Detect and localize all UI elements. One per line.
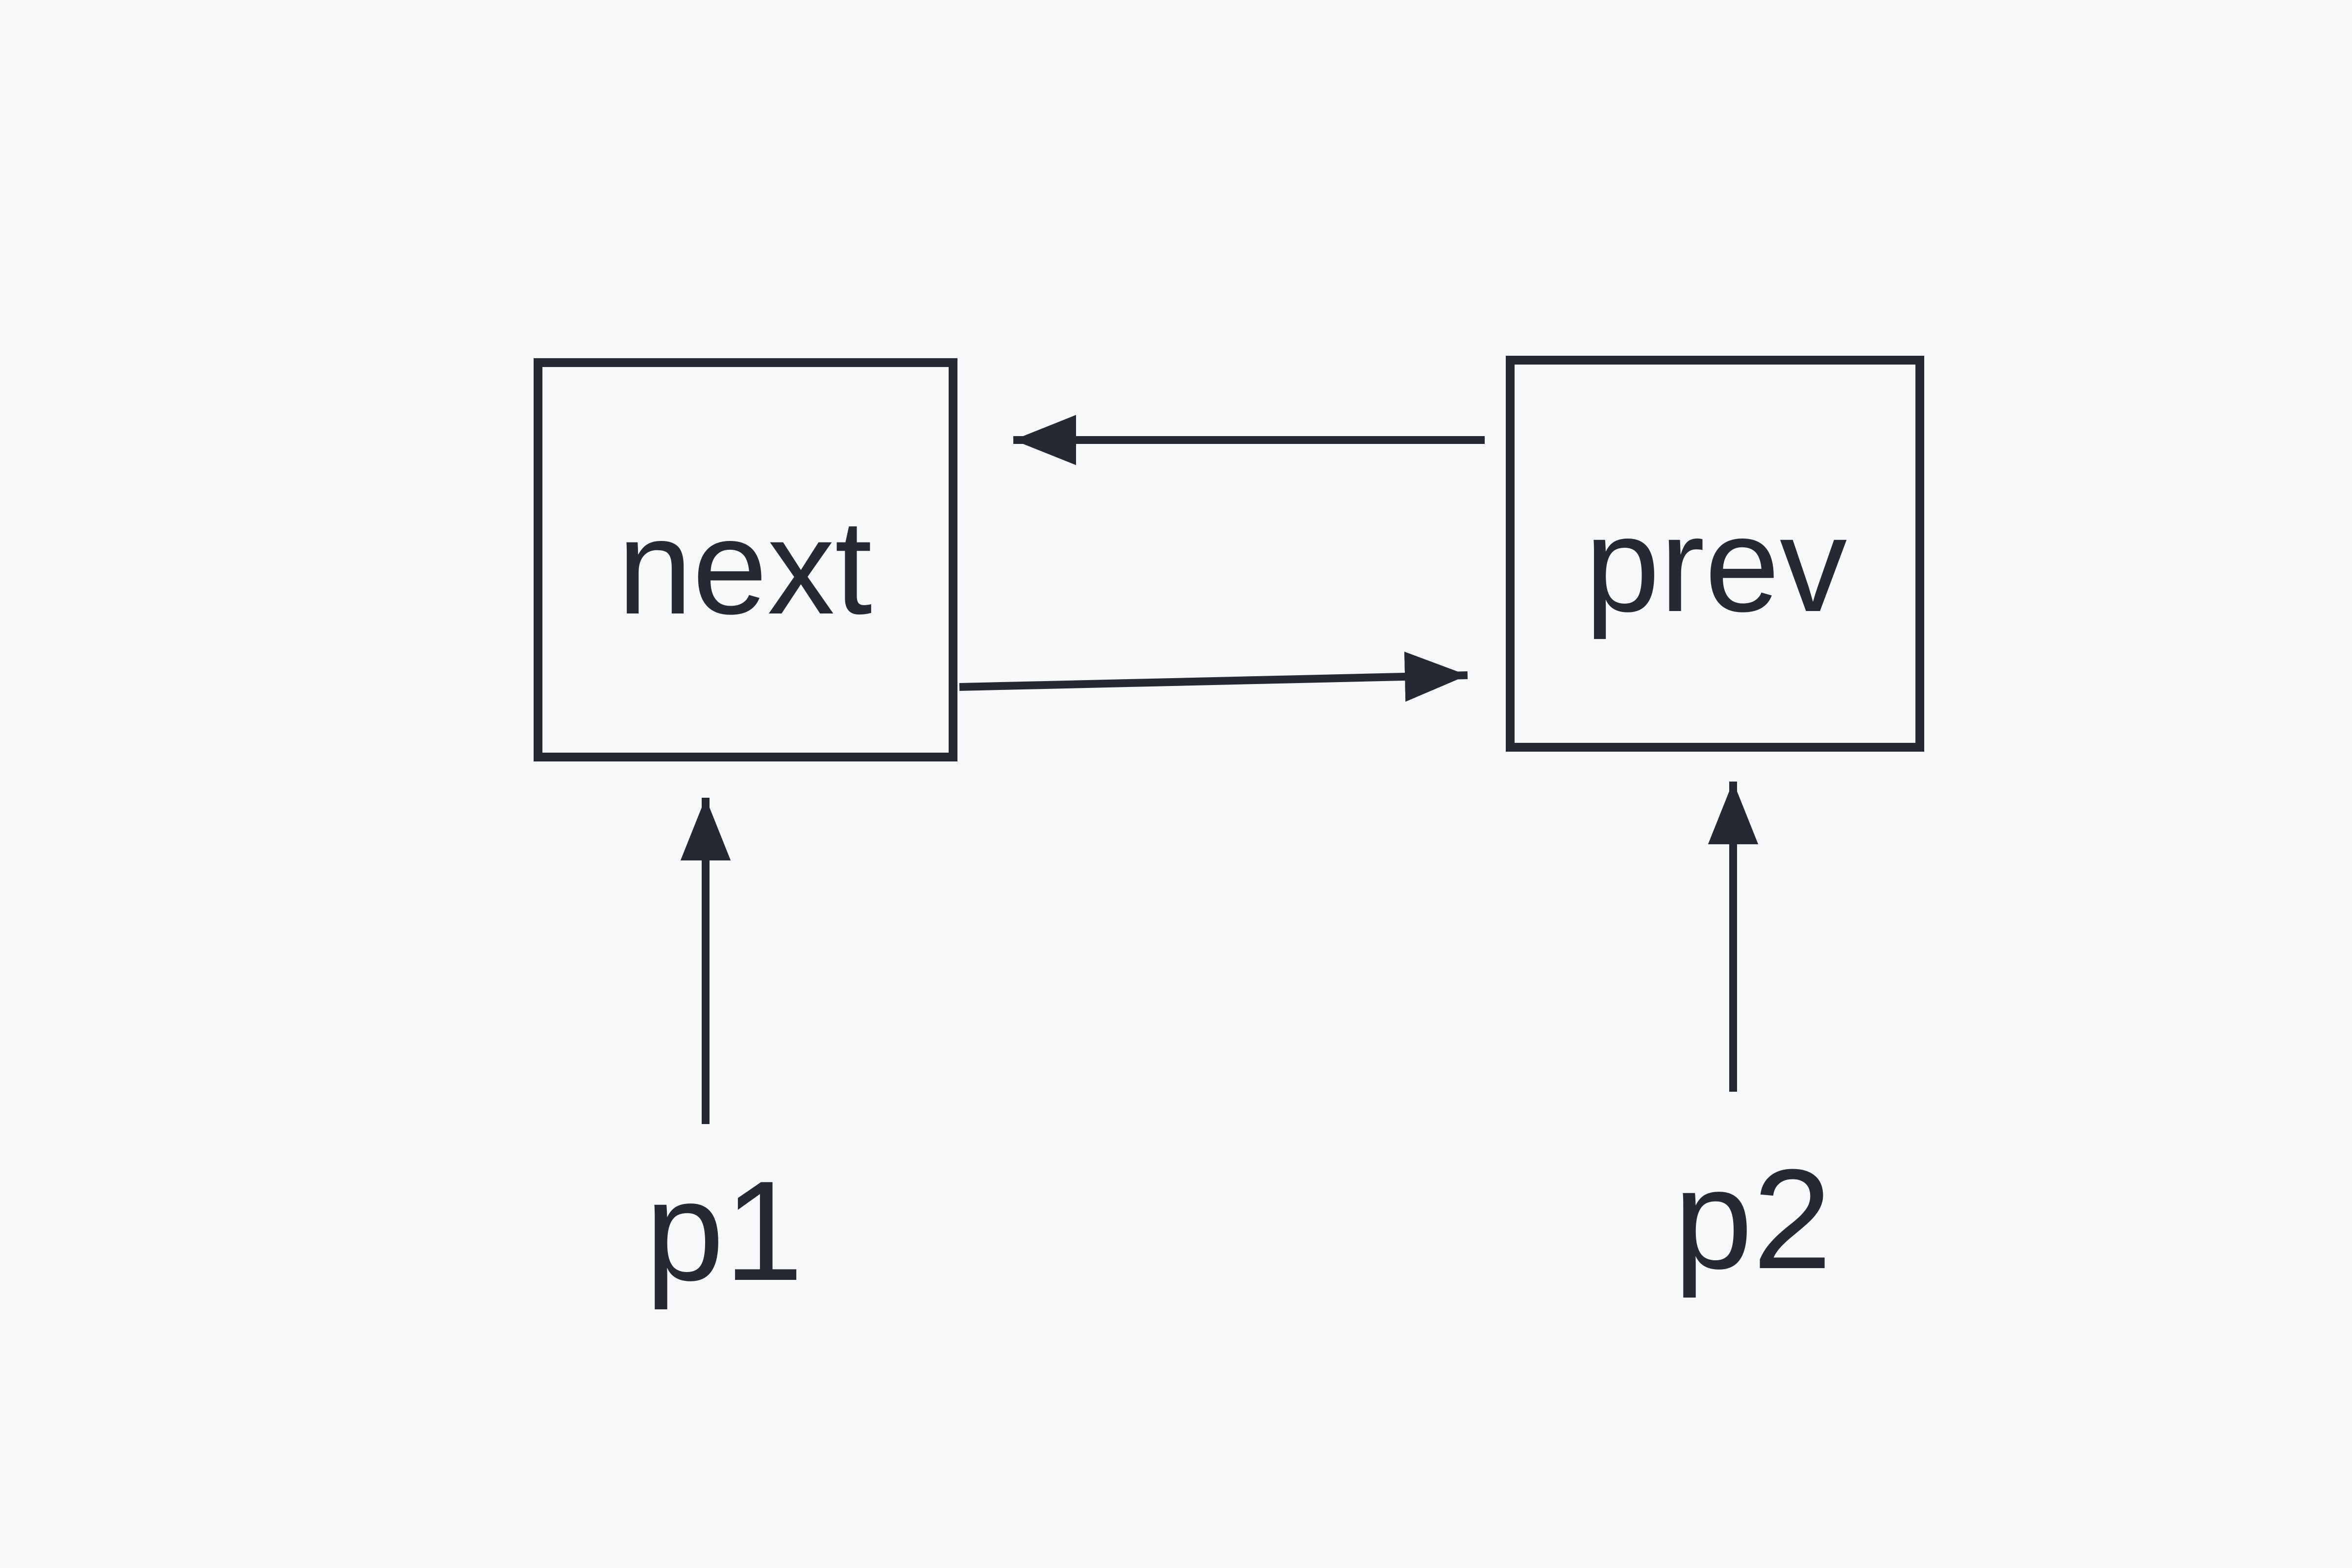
edge-next-to-prev-arrow <box>959 651 1468 702</box>
prev-node-label: prev <box>1585 490 1847 640</box>
next-node-label: next <box>617 492 873 642</box>
pointer-p2-label: p2 <box>1674 1140 1832 1299</box>
prev-node-box <box>1506 356 1924 752</box>
pointer-p1-label: p1 <box>645 1152 804 1311</box>
next-node-box <box>534 358 957 761</box>
